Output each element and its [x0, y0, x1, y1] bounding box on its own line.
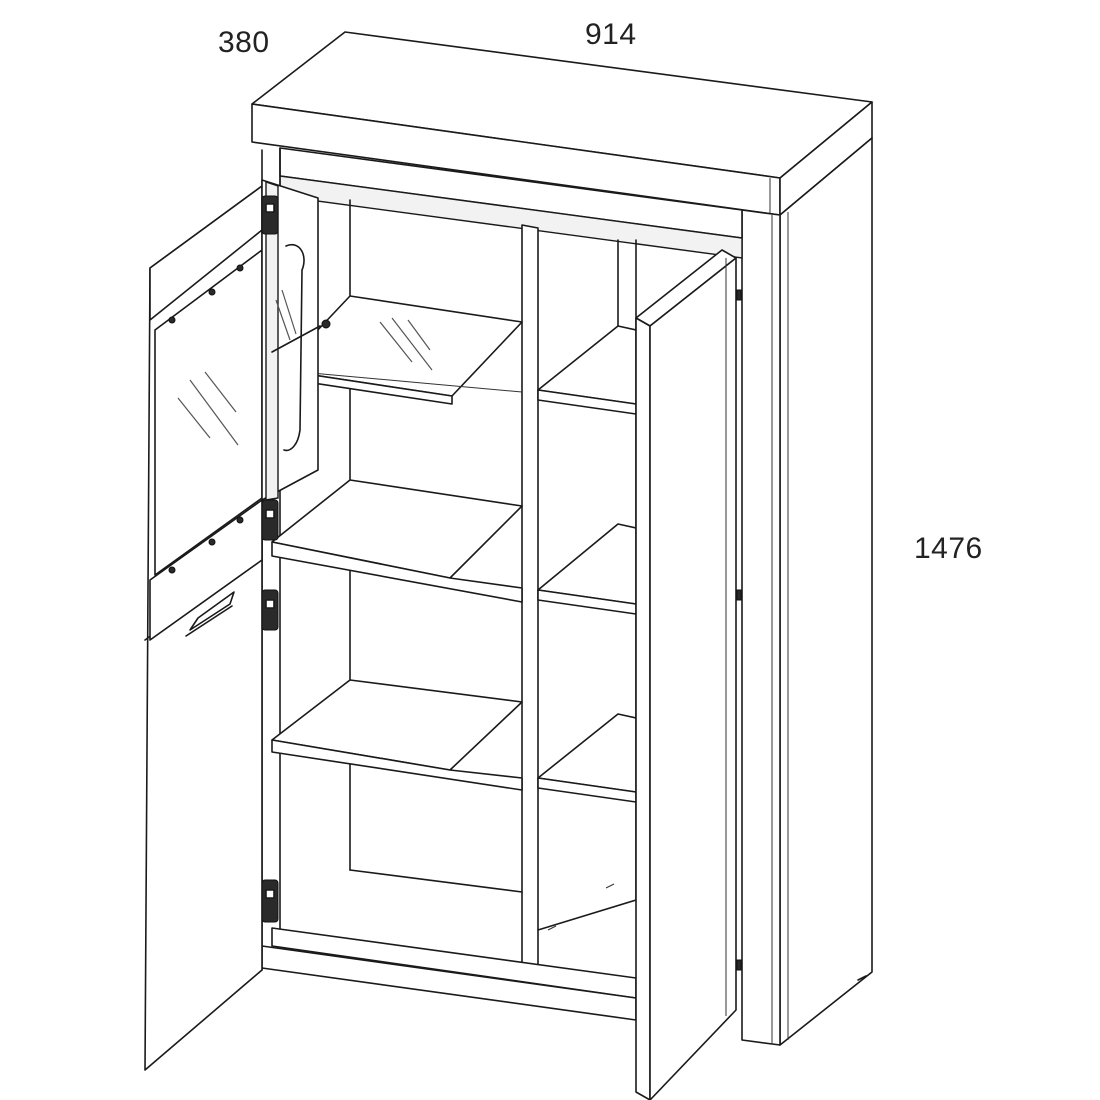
depth-dimension-label: 380: [218, 26, 270, 59]
height-dimension-label: 1476: [914, 532, 983, 565]
left-shelves: [271, 295, 523, 791]
left-door: [144, 185, 263, 1071]
hinge-middle: [261, 499, 279, 541]
cabinet-top: [251, 31, 873, 216]
hinge-top: [261, 195, 279, 235]
width-dimension-label: 914: [585, 18, 637, 51]
hinge-bottom: [261, 879, 279, 923]
hinge-lower: [261, 589, 279, 631]
right-shelves: [537, 325, 637, 803]
glass-frame: [261, 179, 331, 501]
interior-glass-lines: [379, 317, 433, 371]
shelf-pins: [736, 289, 742, 971]
right-door: [635, 249, 737, 1100]
cabinet-right-side: [741, 137, 873, 1046]
cabinet-interior: [261, 147, 743, 1021]
